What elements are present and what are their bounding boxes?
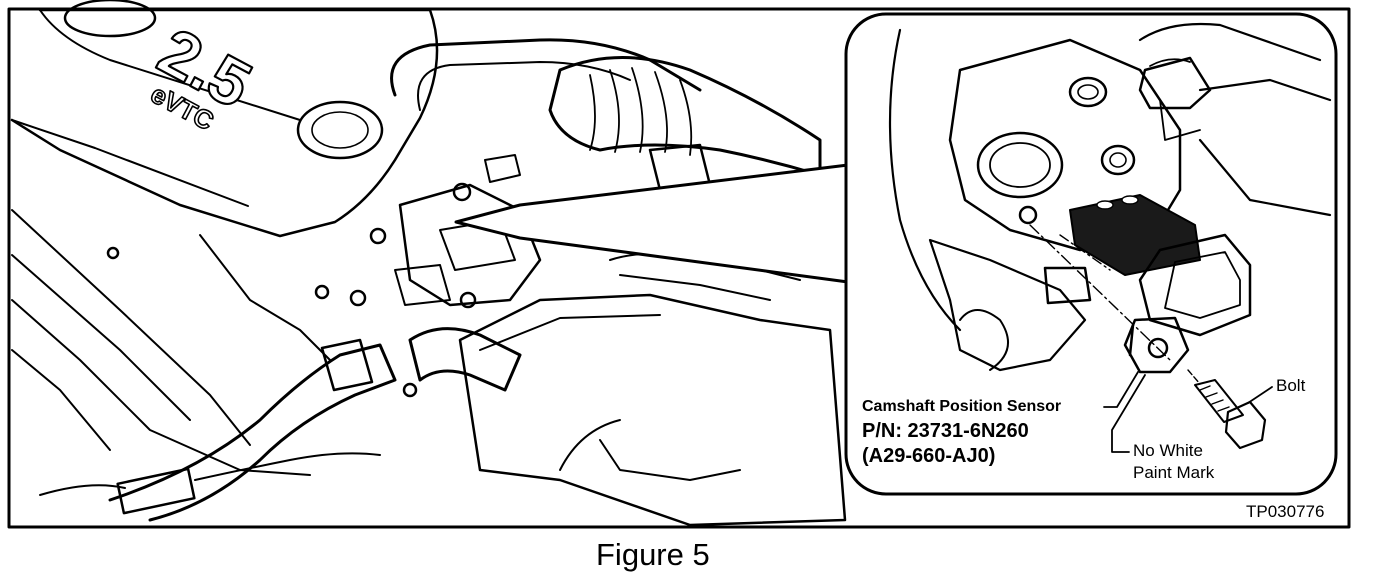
bolt-hole: [1018, 205, 1038, 225]
lower-hose: [108, 343, 397, 522]
no-white-paint-label-line1: No White: [1133, 441, 1203, 460]
intake-duct: [548, 56, 822, 177]
leader-bolt: [1247, 386, 1273, 404]
figure-caption: Figure 5: [596, 537, 710, 572]
air-box: [458, 293, 847, 527]
no-white-paint-label-line2: Paint Mark: [1133, 463, 1215, 482]
reference-code: TP030776: [1246, 502, 1325, 521]
sensor-mount-ear: [1123, 316, 1190, 374]
wire-harness: [39, 484, 126, 496]
callout-flange-bolt: [1138, 56, 1212, 110]
harness-connector: [116, 467, 196, 515]
figure-frame: [7, 7, 1351, 529]
loose-bolt: [1194, 379, 1244, 423]
hose-clamp-lower: [320, 338, 374, 392]
engine-cover: [10, 8, 439, 238]
bolt-axis-centerline: [1029, 224, 1171, 361]
upper-hose: [390, 38, 702, 97]
leader-paint-mark: [1111, 374, 1146, 453]
bolt-label: Bolt: [1276, 376, 1306, 395]
pointer-arrow: [454, 163, 850, 284]
throttle-body: [398, 183, 542, 307]
sensor-body: [1069, 194, 1201, 276]
alt-part-number-label: (A29-660-AJ0): [862, 445, 996, 467]
callout-bracket-tab: [1043, 266, 1092, 305]
middle-hose: [408, 327, 522, 392]
part-number-label: P/N: 23731-6N260: [862, 420, 1029, 442]
leader-sensor: [1103, 371, 1139, 408]
cover-boss-left: [63, 0, 157, 38]
sensor-name-label: Camshaft Position Sensor: [862, 398, 1062, 415]
sensor-bore: [976, 131, 1064, 199]
sensor-connector: [1138, 233, 1252, 337]
cover-boss-right: [296, 100, 384, 160]
